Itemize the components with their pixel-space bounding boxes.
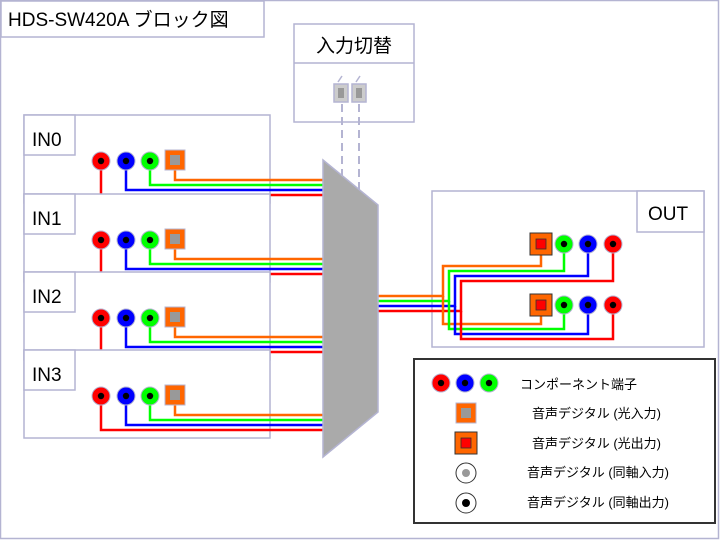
- jack-red: [603, 295, 623, 315]
- legend: [431, 373, 499, 514]
- switch-box: [293, 23, 415, 123]
- legend-coax-out-label: 音声デジタル (同軸出力): [527, 495, 669, 510]
- wire: [378, 244, 566, 303]
- jack-blue: [116, 230, 136, 250]
- input-label-box: [23, 349, 76, 391]
- wire: [124, 318, 326, 349]
- wire: [124, 240, 326, 271]
- input-label: IN3: [32, 365, 62, 386]
- jack-green: [554, 234, 574, 254]
- jack-blue: [116, 151, 136, 171]
- wire: [378, 244, 590, 308]
- jack-green: [140, 386, 160, 406]
- legend-optical-out-symbol: [454, 431, 478, 455]
- wire: [459, 305, 615, 341]
- optical-in-port: [164, 228, 186, 250]
- legend-coax-in-label: 音声デジタル (同軸入力): [527, 465, 669, 480]
- output-row-2: [529, 293, 623, 317]
- jack-blue: [455, 373, 475, 393]
- jack-blue: [578, 295, 598, 315]
- optical-out-port: [529, 293, 553, 317]
- jack-red: [91, 230, 111, 250]
- output-row-1: [529, 232, 623, 256]
- jack-blue: [116, 308, 136, 328]
- legend-optical-out-label: 音声デジタル (光出力): [532, 436, 661, 451]
- optical-out-port: [529, 232, 553, 256]
- legend-component-label: コンポーネント端子: [520, 377, 637, 392]
- output-label: OUT: [648, 204, 689, 225]
- jack-blue: [578, 234, 598, 254]
- jack-blue: [116, 386, 136, 406]
- output-wiring: [378, 244, 615, 341]
- optical-in-port: [164, 306, 186, 328]
- jack-red: [603, 234, 623, 254]
- title-box: [0, 0, 265, 38]
- jack-green: [554, 295, 574, 315]
- input-label: IN2: [32, 287, 62, 308]
- jack-red: [431, 373, 451, 393]
- jack-red: [91, 151, 111, 171]
- wire: [453, 305, 590, 336]
- wire: [447, 301, 566, 331]
- jack-red: [91, 308, 111, 328]
- input-in1: IN1: [23, 193, 326, 283]
- jack-green: [140, 230, 160, 250]
- output-label-box: [636, 190, 705, 233]
- switch-body: [322, 158, 379, 459]
- legend-coax-out-symbol: [455, 492, 477, 514]
- wire: [99, 396, 326, 432]
- input-in3: IN3: [23, 349, 326, 439]
- diagram-title: HDS-SW420A ブロック図: [8, 8, 229, 31]
- input-label: IN0: [32, 130, 62, 151]
- input-label-box: [23, 114, 76, 156]
- wire: [124, 396, 326, 427]
- input-in2: IN2: [23, 271, 326, 361]
- input-label: IN1: [32, 209, 62, 230]
- wire: [378, 244, 615, 313]
- outputs: [378, 232, 623, 341]
- wire: [378, 244, 543, 298]
- optical-in-port: [164, 384, 186, 406]
- jack-green: [479, 373, 499, 393]
- wire: [124, 161, 326, 192]
- legend-coax-in-symbol: [455, 462, 477, 484]
- legend-component-symbol: [431, 373, 499, 393]
- legend-optical-in-label: 音声デジタル (光入力): [532, 406, 661, 421]
- jack-green: [140, 151, 160, 171]
- switch-label: 入力切替: [316, 35, 392, 57]
- jack-red: [91, 386, 111, 406]
- input-label-box: [23, 193, 76, 235]
- optical-in-port: [164, 149, 186, 171]
- input-label-box: [23, 271, 76, 313]
- switch-buttons: [333, 75, 367, 103]
- legend-optical-in-symbol: [455, 402, 477, 424]
- jack-green: [140, 308, 160, 328]
